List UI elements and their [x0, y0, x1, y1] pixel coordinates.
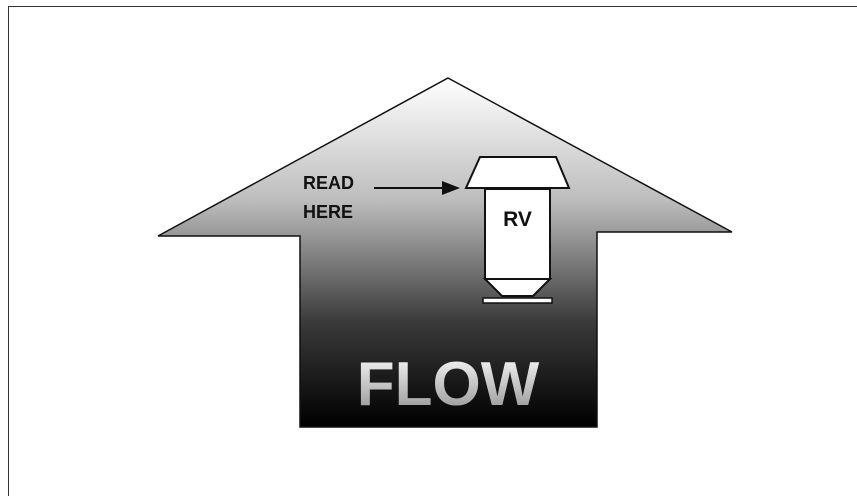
flow-label: FLOW	[357, 350, 540, 419]
float-label: RV	[503, 208, 532, 231]
read-here-line1: READ	[303, 173, 354, 193]
flow-arrow-shape	[157, 77, 733, 428]
read-here-line2: HERE	[303, 202, 353, 222]
float-body	[484, 188, 551, 280]
read-here-pointer-head	[442, 181, 460, 195]
float-base-plate	[482, 297, 553, 304]
float-top-cap	[464, 156, 571, 189]
float-tip	[482, 278, 553, 297]
